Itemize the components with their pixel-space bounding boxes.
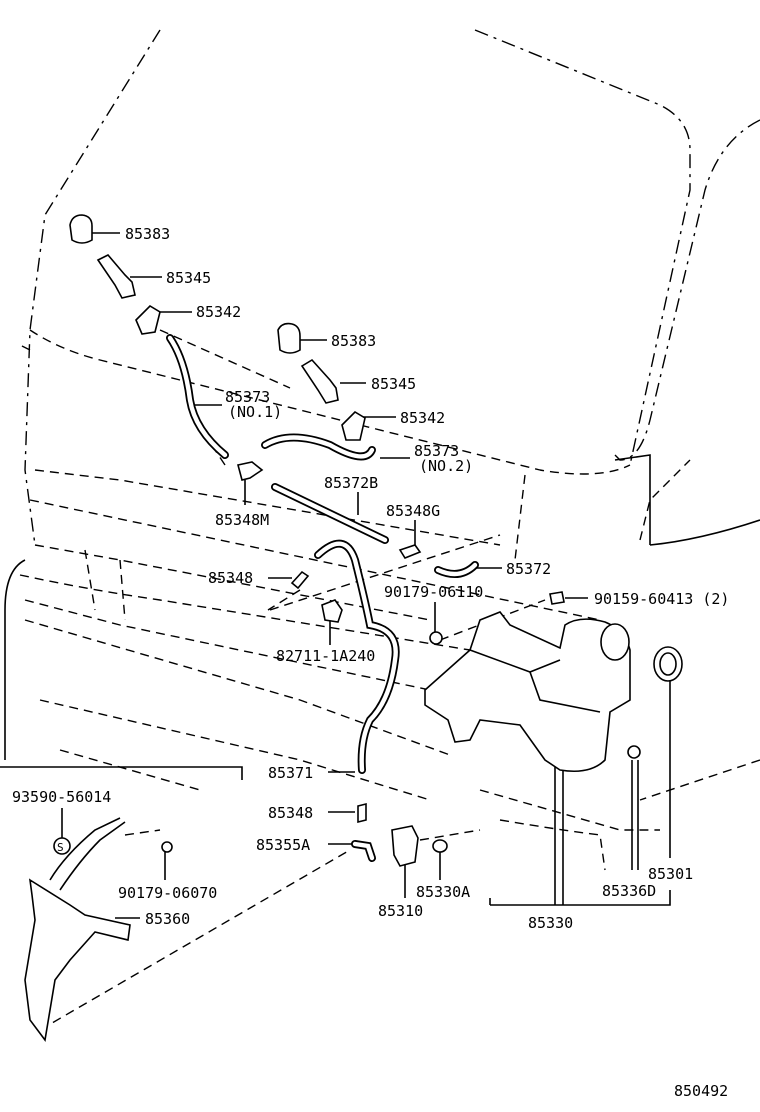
- label-82711-1A240: 82711-1A240: [276, 647, 375, 665]
- label-85373-b-sub: (NO.2): [419, 457, 473, 475]
- washer-parts: S: [24, 214, 683, 1042]
- label-90159-60413: 90159-60413 (2): [594, 590, 729, 608]
- label-85310: 85310: [378, 902, 423, 920]
- nut-06110: [429, 631, 443, 645]
- label-85348-a: 85348: [208, 569, 253, 587]
- washer-motor: [391, 825, 419, 867]
- hose-joint-2: [357, 802, 367, 824]
- label-85373-a-sub: (NO.1): [228, 403, 282, 421]
- washer-nozzle-2: [300, 358, 339, 404]
- label-85371: 85371: [268, 764, 313, 782]
- washer-reservoir-tank: [424, 611, 631, 773]
- label-85348M: 85348M: [215, 511, 269, 529]
- nozzle-clip-1: [135, 304, 161, 335]
- vehicle-body-outline: [4, 29, 760, 871]
- label-85383-a: 85383: [125, 225, 170, 243]
- bolt-60413: [549, 591, 565, 605]
- label-85373-a: 85373: [225, 388, 270, 406]
- callout-labels: 85383 85345 85342 85383 85345 85373 (NO.…: [12, 225, 729, 1100]
- label-85372: 85372: [506, 560, 551, 578]
- label-85355A: 85355A: [256, 836, 310, 854]
- filler-neck: [600, 623, 630, 661]
- nozzle-cap-2: [277, 322, 301, 354]
- hose-clamp: [321, 599, 343, 623]
- leader-lines: [0, 232, 671, 1031]
- reservoir-cap: [653, 646, 683, 682]
- label-85348G: 85348G: [386, 502, 440, 520]
- washer-nozzle-1: [96, 254, 136, 299]
- wire-harness: [49, 817, 126, 891]
- label-85342-b: 85342: [400, 409, 445, 427]
- nozzle-cap-1: [69, 214, 93, 244]
- label-90179-06070: 90179-06070: [118, 884, 217, 902]
- label-85336D: 85336D: [602, 882, 656, 900]
- figure-number: 850492: [674, 1082, 728, 1100]
- label-85345-b: 85345: [371, 375, 416, 393]
- svg-text:S: S: [57, 841, 64, 854]
- label-85330A: 85330A: [416, 883, 470, 901]
- label-85373-b: 85373: [414, 442, 459, 460]
- hose-joint-g: [398, 544, 422, 559]
- label-90179-06110: 90179-06110: [384, 583, 483, 601]
- label-85360: 85360: [145, 910, 190, 928]
- label-85345-a: 85345: [166, 269, 211, 287]
- nozzle-clip-2: [341, 410, 366, 441]
- hose-joint-m: [237, 461, 264, 481]
- label-85330: 85330: [528, 914, 573, 932]
- label-93590-56014: 93590-56014: [12, 788, 111, 806]
- clamp-s: [53, 837, 71, 855]
- grommet-d: [627, 745, 641, 759]
- grommet-a: [432, 839, 448, 853]
- label-85372B: 85372B: [324, 474, 378, 492]
- harness-bracket: [24, 878, 131, 1042]
- hose-joint-1: [290, 570, 310, 590]
- screw-06070: [161, 841, 173, 853]
- label-85301: 85301: [648, 865, 693, 883]
- label-85383-b: 85383: [331, 332, 376, 350]
- label-85348-b: 85348: [268, 804, 313, 822]
- label-85342-a: 85342: [196, 303, 241, 321]
